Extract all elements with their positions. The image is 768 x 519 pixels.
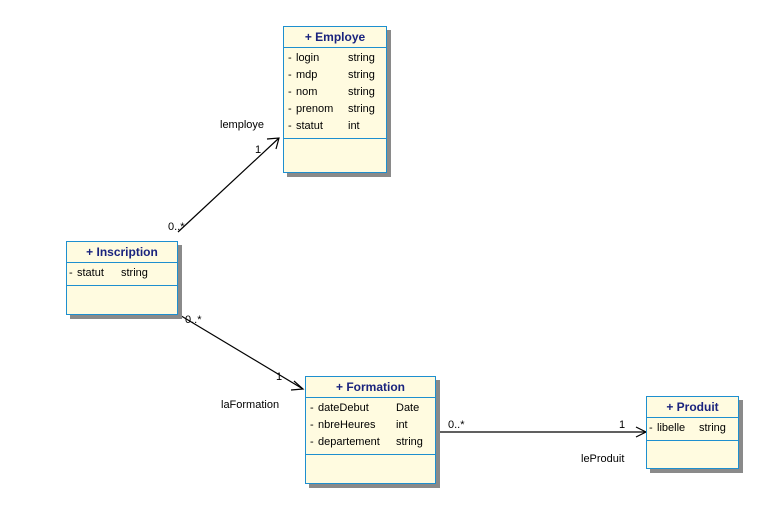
- attribute-type: string: [699, 422, 726, 434]
- attribute-name: prenom: [296, 103, 334, 115]
- attribute-name: departement: [318, 436, 380, 448]
- attribute-name: login: [296, 52, 320, 64]
- attribute-visibility: -: [310, 419, 314, 431]
- attribute-type: string: [348, 52, 375, 64]
- attribute-row: - statut string: [69, 265, 175, 282]
- attribute-name: statut: [296, 120, 323, 132]
- attribute-name: nbreHeures: [318, 419, 376, 431]
- attribute-type: int: [396, 419, 408, 431]
- attribute-type: string: [396, 436, 423, 448]
- attribute-row: - nom string: [288, 84, 384, 101]
- association-line-inscription-employe[interactable]: [177, 137, 280, 233]
- attribute-row: - departement string: [310, 434, 433, 451]
- attribute-type: Date: [396, 402, 420, 414]
- multiplicity-produit-end: 1: [619, 419, 626, 431]
- class-produit-title: + Produit: [647, 397, 738, 418]
- multiplicity-formation-produit-end: 0..*: [448, 419, 465, 431]
- attribute-row: - statut int: [288, 118, 384, 135]
- class-produit-attributes: - libelle string: [647, 418, 738, 441]
- class-inscription-operations: [67, 286, 177, 306]
- attribute-visibility: -: [288, 120, 292, 132]
- class-inscription[interactable]: + Inscription - statut string: [66, 241, 178, 315]
- attribute-name: statut: [77, 267, 104, 279]
- class-employe-operations: [284, 139, 386, 159]
- attribute-visibility: -: [288, 86, 292, 98]
- attribute-row: - mdp string: [288, 67, 384, 84]
- attribute-row: - libelle string: [649, 420, 736, 437]
- class-formation-operations: [306, 455, 435, 475]
- attribute-visibility: -: [310, 402, 314, 414]
- attribute-name: nom: [296, 86, 318, 98]
- attribute-visibility: -: [288, 52, 292, 64]
- class-employe-title: + Employe: [284, 27, 386, 48]
- class-formation-title: + Formation: [306, 377, 435, 398]
- attribute-row: - nbreHeures int: [310, 417, 433, 434]
- attribute-visibility: -: [649, 422, 653, 434]
- class-employe[interactable]: + Employe - login string - mdp string - …: [283, 26, 387, 173]
- attribute-type: int: [348, 120, 360, 132]
- attribute-visibility: -: [69, 267, 73, 279]
- attribute-row: - prenom string: [288, 101, 384, 118]
- attribute-name: libelle: [657, 422, 686, 434]
- class-employe-attributes: - login string - mdp string - nom string…: [284, 48, 386, 139]
- class-inscription-title: + Inscription: [67, 242, 177, 263]
- class-formation[interactable]: + Formation - dateDebut Date - nbreHeure…: [305, 376, 436, 484]
- multiplicity-inscription-employe-end: 0..*: [168, 221, 185, 233]
- class-produit-operations: [647, 441, 738, 461]
- attribute-row: - login string: [288, 50, 384, 67]
- class-inscription-attributes: - statut string: [67, 263, 177, 286]
- attribute-name: dateDebut: [318, 402, 369, 414]
- attribute-type: string: [121, 267, 148, 279]
- class-produit[interactable]: + Produit - libelle string: [646, 396, 739, 469]
- attribute-visibility: -: [310, 436, 314, 448]
- association-line-inscription-formation[interactable]: [177, 313, 304, 390]
- attribute-name: mdp: [296, 69, 318, 81]
- multiplicity-formation-end: 1: [276, 371, 283, 383]
- role-label-lemploye: lemploye: [220, 119, 265, 131]
- arrowhead-formation: [290, 380, 305, 391]
- attribute-visibility: -: [288, 103, 292, 115]
- attribute-type: string: [348, 103, 375, 115]
- attribute-type: string: [348, 69, 375, 81]
- multiplicity-inscription-formation-end: 0..*: [185, 314, 202, 326]
- role-label-laformation: laFormation: [221, 399, 280, 411]
- attribute-visibility: -: [288, 69, 292, 81]
- class-formation-attributes: - dateDebut Date - nbreHeures int - depa…: [306, 398, 435, 455]
- attribute-row: - dateDebut Date: [310, 400, 433, 417]
- role-label-leproduit: leProduit: [581, 453, 625, 465]
- arrowhead-employe: [266, 137, 280, 150]
- multiplicity-employe-end: 1: [255, 144, 262, 156]
- attribute-type: string: [348, 86, 375, 98]
